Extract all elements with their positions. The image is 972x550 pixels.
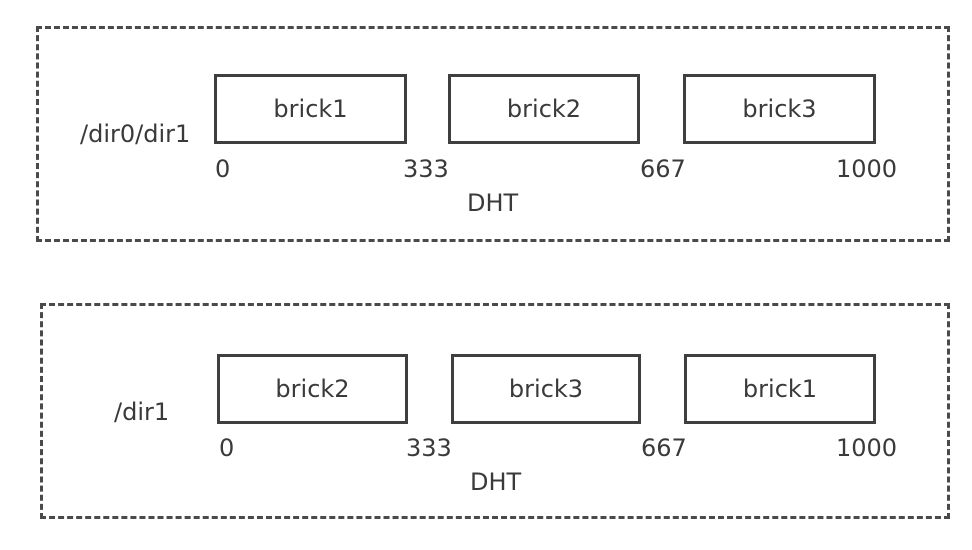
tick-label: 333: [403, 155, 449, 183]
tick-label: 1000: [836, 434, 898, 462]
brick-box: brick2: [448, 74, 640, 144]
brick-box: brick3: [683, 74, 876, 144]
tick-label: 667: [640, 155, 686, 183]
brick-label: brick3: [742, 95, 817, 123]
dht-panel-top: [36, 26, 950, 242]
axis-label: DHT: [470, 468, 522, 496]
path-label: /dir1: [114, 398, 170, 426]
tick-label: 0: [219, 434, 235, 462]
dht-panel-bottom: [40, 303, 950, 519]
tick-label: 1000: [836, 155, 898, 183]
brick-box: brick3: [451, 354, 641, 424]
brick-box: brick1: [684, 354, 876, 424]
brick-label: brick1: [273, 95, 348, 123]
brick-box: brick1: [214, 74, 407, 144]
brick-label: brick1: [742, 375, 818, 403]
brick-label: brick2: [506, 95, 582, 123]
brick-label: brick3: [508, 375, 584, 403]
axis-label: DHT: [467, 189, 519, 217]
brick-label: brick2: [275, 375, 350, 403]
tick-label: 667: [641, 434, 687, 462]
tick-label: 333: [406, 434, 452, 462]
tick-label: 0: [215, 155, 231, 183]
brick-box: brick2: [217, 354, 408, 424]
path-label: /dir0/dir1: [80, 120, 191, 148]
